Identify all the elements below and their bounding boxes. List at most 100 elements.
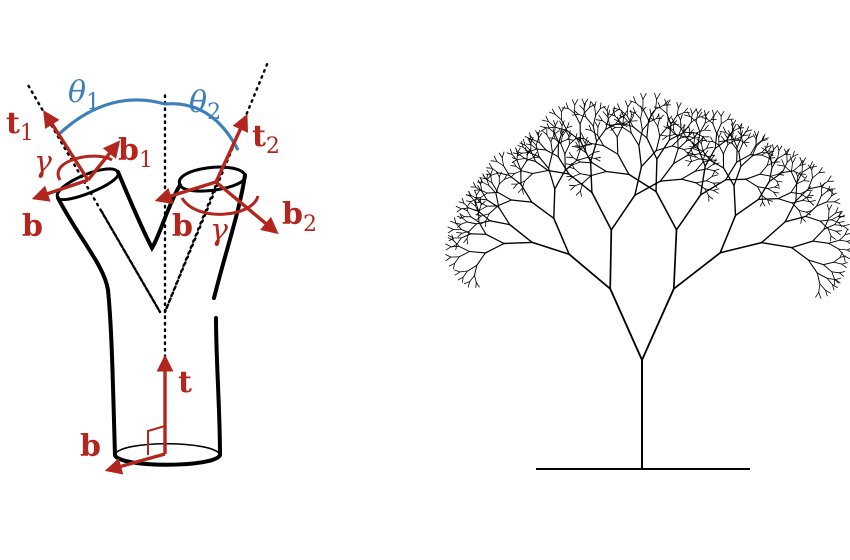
tree-branch [524,158,537,162]
tree-branch [835,210,843,214]
tree-branch [590,130,599,136]
tree-branch [459,270,469,273]
tree-branch [703,109,707,116]
tree-branch [677,129,682,138]
tree-branch [608,112,614,120]
tree-branch [705,175,713,182]
tree-branch [570,185,576,191]
tree-branch [652,114,655,121]
tree-branch [778,145,783,152]
tree-branch [733,124,737,130]
tree-branch [702,151,711,161]
tree-branch [834,277,842,281]
tree-branch [771,158,779,168]
tree-branch [595,108,601,116]
tree-branch [696,138,702,145]
tree-branch [588,124,592,131]
tree-branch [825,289,828,297]
tree-branch [801,163,803,173]
tree-branch [766,142,769,148]
tree-branch [537,129,541,136]
tree-branch [509,148,513,155]
tree-branch [685,136,699,148]
tree-branch [559,128,562,136]
tree-branch [485,213,490,222]
tree-branch [805,205,818,217]
tree-branch [684,114,691,117]
tree-branch [468,223,477,232]
tree-branch [452,239,460,247]
tree-branch [459,213,465,218]
tree-branch [799,157,803,164]
tree-branch [777,191,792,200]
tree-branch [774,183,780,188]
tree-branch [575,141,579,148]
tree-branch [711,174,718,177]
tree-branch [549,111,556,115]
tree-branch [589,101,591,108]
gamma-left-label: γ [34,145,52,180]
tree-branch [767,199,770,206]
tree-branch [528,139,532,146]
tree-branch [764,145,767,152]
tree-branch [730,123,734,130]
branch-outline [56,165,247,467]
tree-branch [690,147,694,155]
tree-branch [755,140,763,147]
tree-branch [835,230,842,232]
guide-lines [26,60,270,372]
tree-branch [666,99,671,106]
tree-branch [557,132,563,143]
tree-branch [839,255,846,258]
tree-branch [691,142,697,149]
tree-branch [774,186,780,189]
tree-branch [809,201,815,206]
tree-branch [726,132,731,139]
tree-branch [801,195,809,201]
tree-branch [807,177,813,190]
b-mid-label: b [172,209,193,244]
tree-branch [809,199,816,203]
tree-branch [768,157,776,159]
tree-branch [459,213,463,219]
tree-branch [629,110,636,114]
tree-branch [551,108,556,115]
tree-branch [547,169,570,175]
tree-branch [616,136,619,155]
tree-branch [554,126,568,131]
tree-branch [704,147,716,167]
tree-branch [811,163,815,171]
tree-branch [751,146,757,157]
tree-branch [648,118,657,123]
tree-branch [727,130,732,137]
tree-branch [576,145,583,152]
tree-branch [792,153,799,158]
tree-branch [683,131,697,134]
tree-branch [619,109,628,117]
tree-branch [445,246,452,251]
tree-branch [454,256,460,264]
tree-branch [765,150,771,158]
tree-branch [792,150,795,158]
tree-branch [811,169,813,179]
tree-branch [759,173,772,177]
tree-branch [527,138,534,141]
tree-branch [835,207,839,214]
tree-branch [515,148,519,155]
tree-branch [585,116,594,127]
tree-branch [692,153,700,160]
t1-label: t1 [6,106,34,146]
tree-branch [638,129,643,147]
tree-branch [816,272,828,279]
tree-branch [475,282,480,288]
tree-branch [773,191,780,194]
tree-branch [503,165,510,176]
tree-branch [572,173,581,178]
tree-branch [458,201,465,204]
tree-branch [807,190,812,197]
tree-branch [614,118,621,126]
tree-branch [770,156,773,168]
tree-branch [659,178,683,182]
tree-branch [685,160,692,163]
tree-branch [831,271,840,274]
